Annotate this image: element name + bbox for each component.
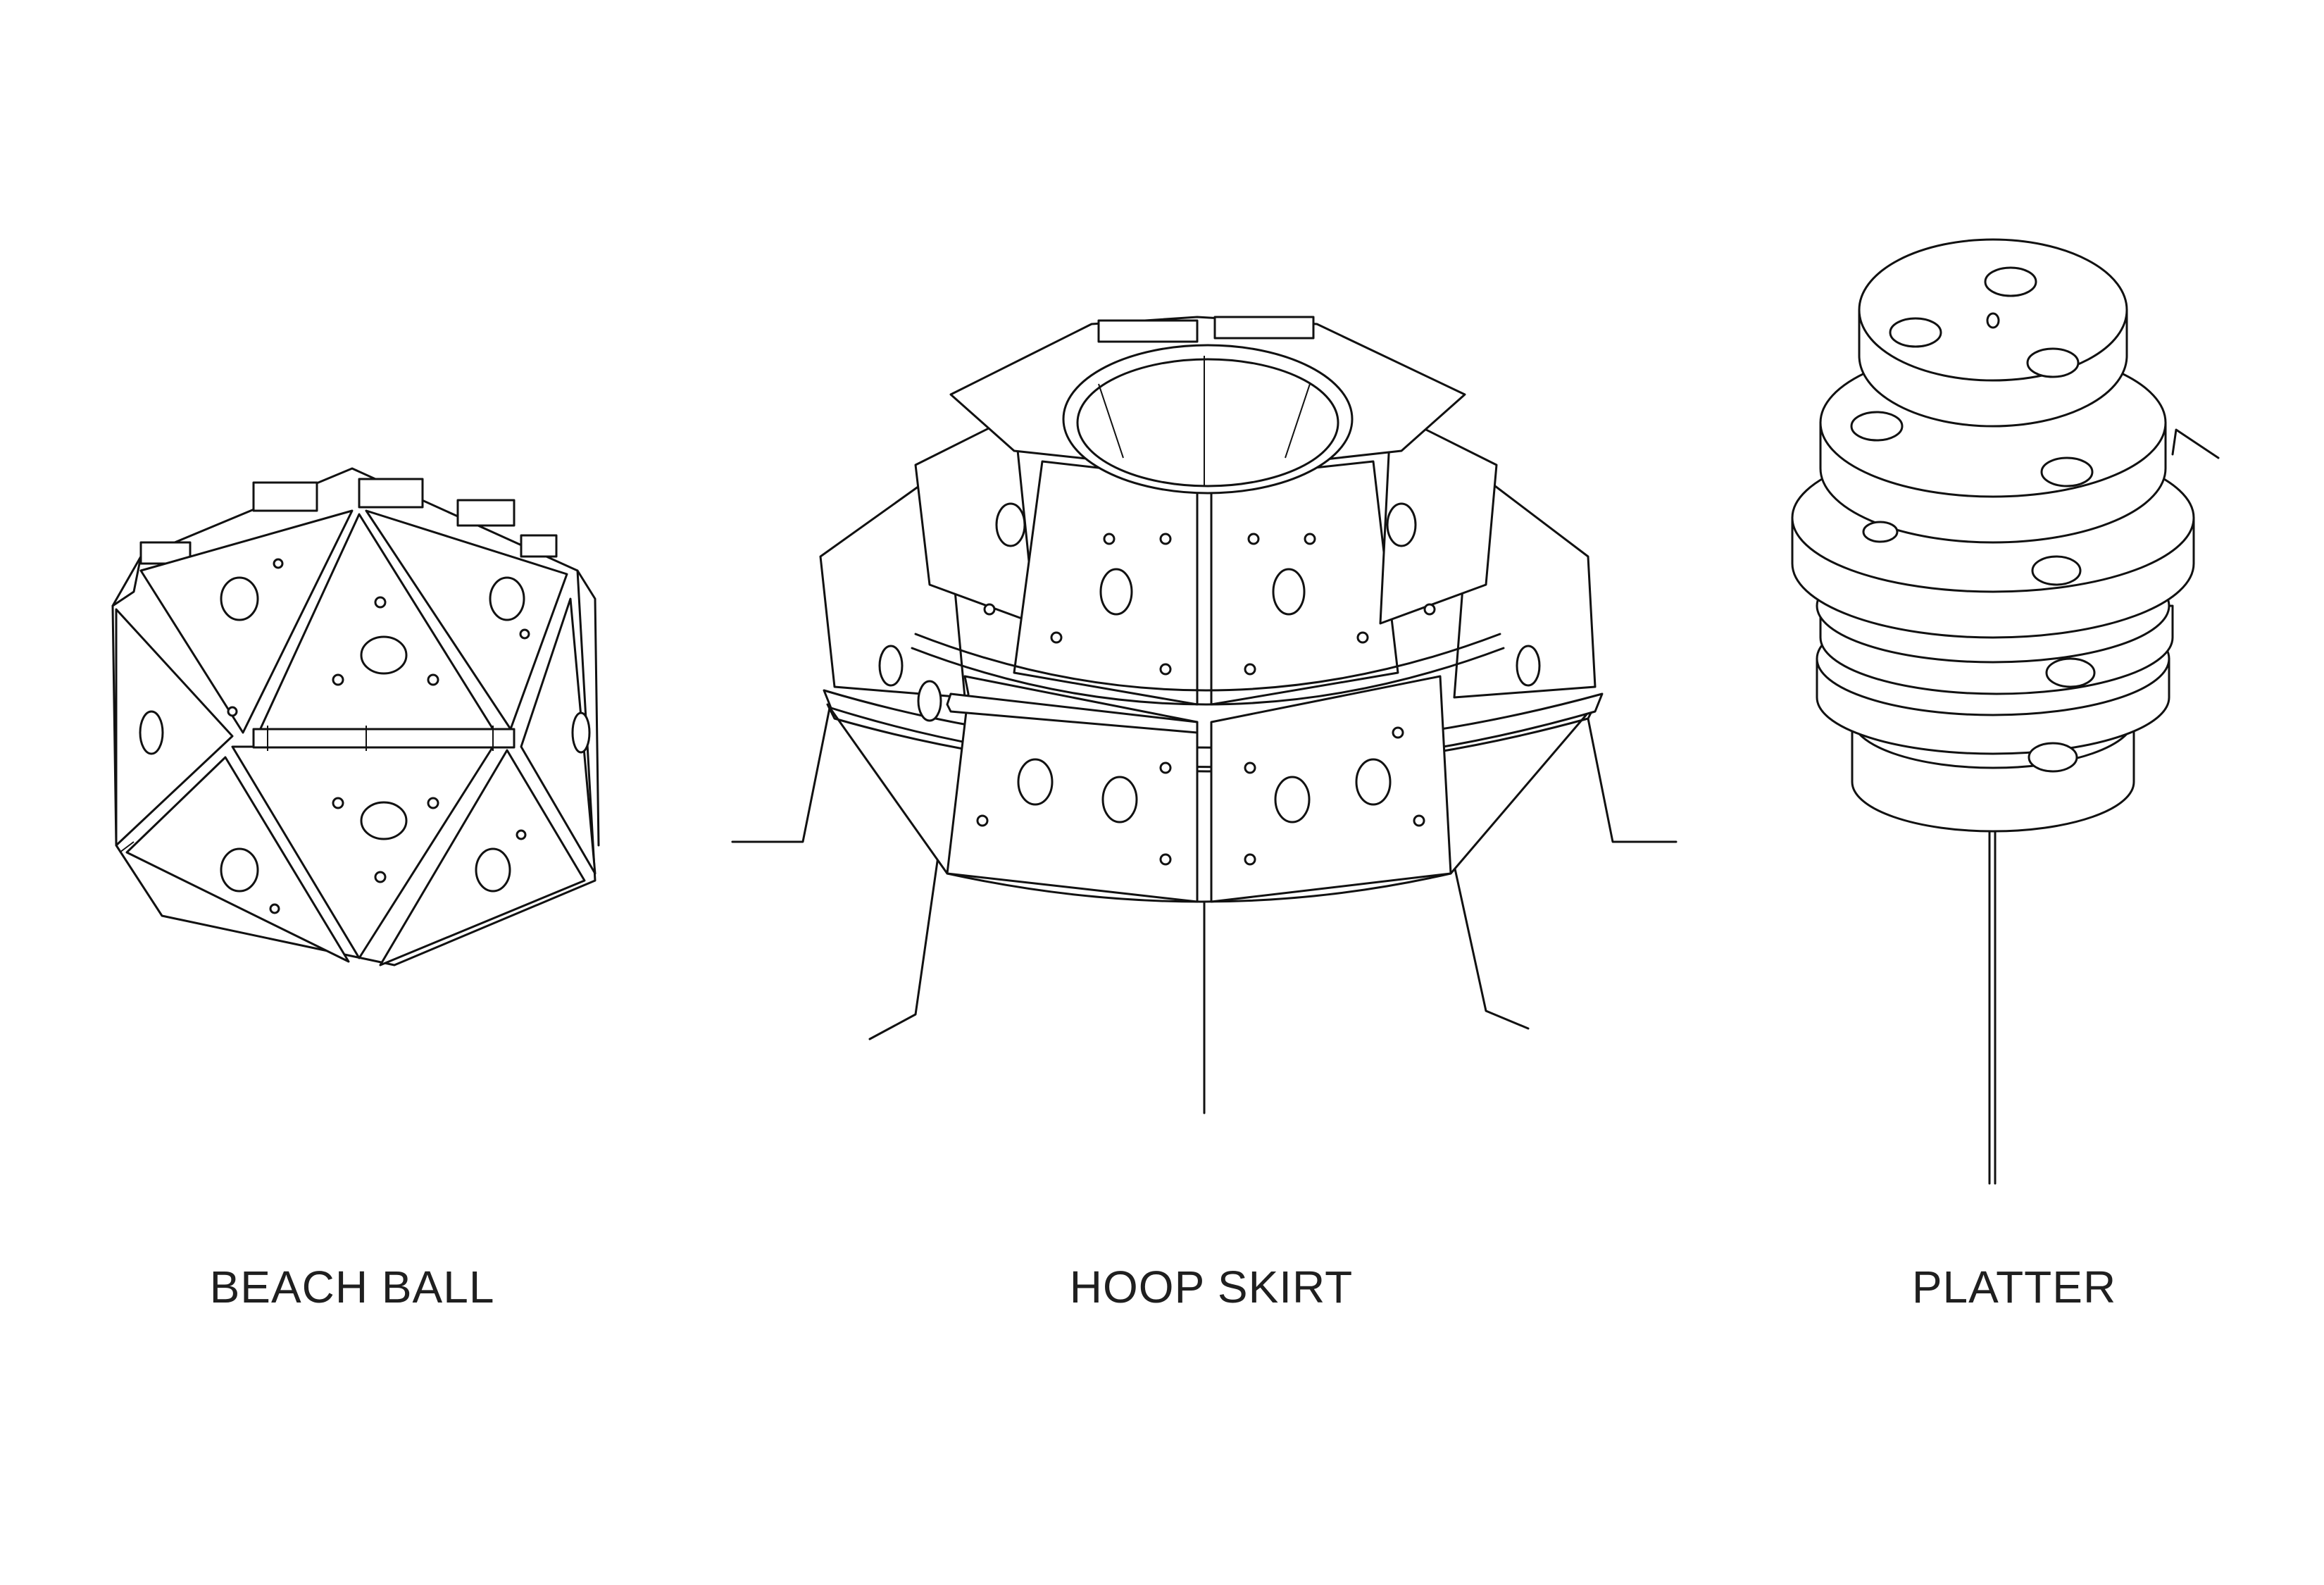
hoop-skirt-drawing (731, 316, 1678, 1114)
beach-ball-label: BEACH BALL (209, 1262, 495, 1312)
beach-ball-drawing (111, 467, 600, 966)
hoop-skirt-label: HOOP SKIRT (1069, 1262, 1354, 1312)
platter-label: PLATTER (1911, 1262, 2117, 1312)
platter-drawing (1791, 238, 2220, 1185)
